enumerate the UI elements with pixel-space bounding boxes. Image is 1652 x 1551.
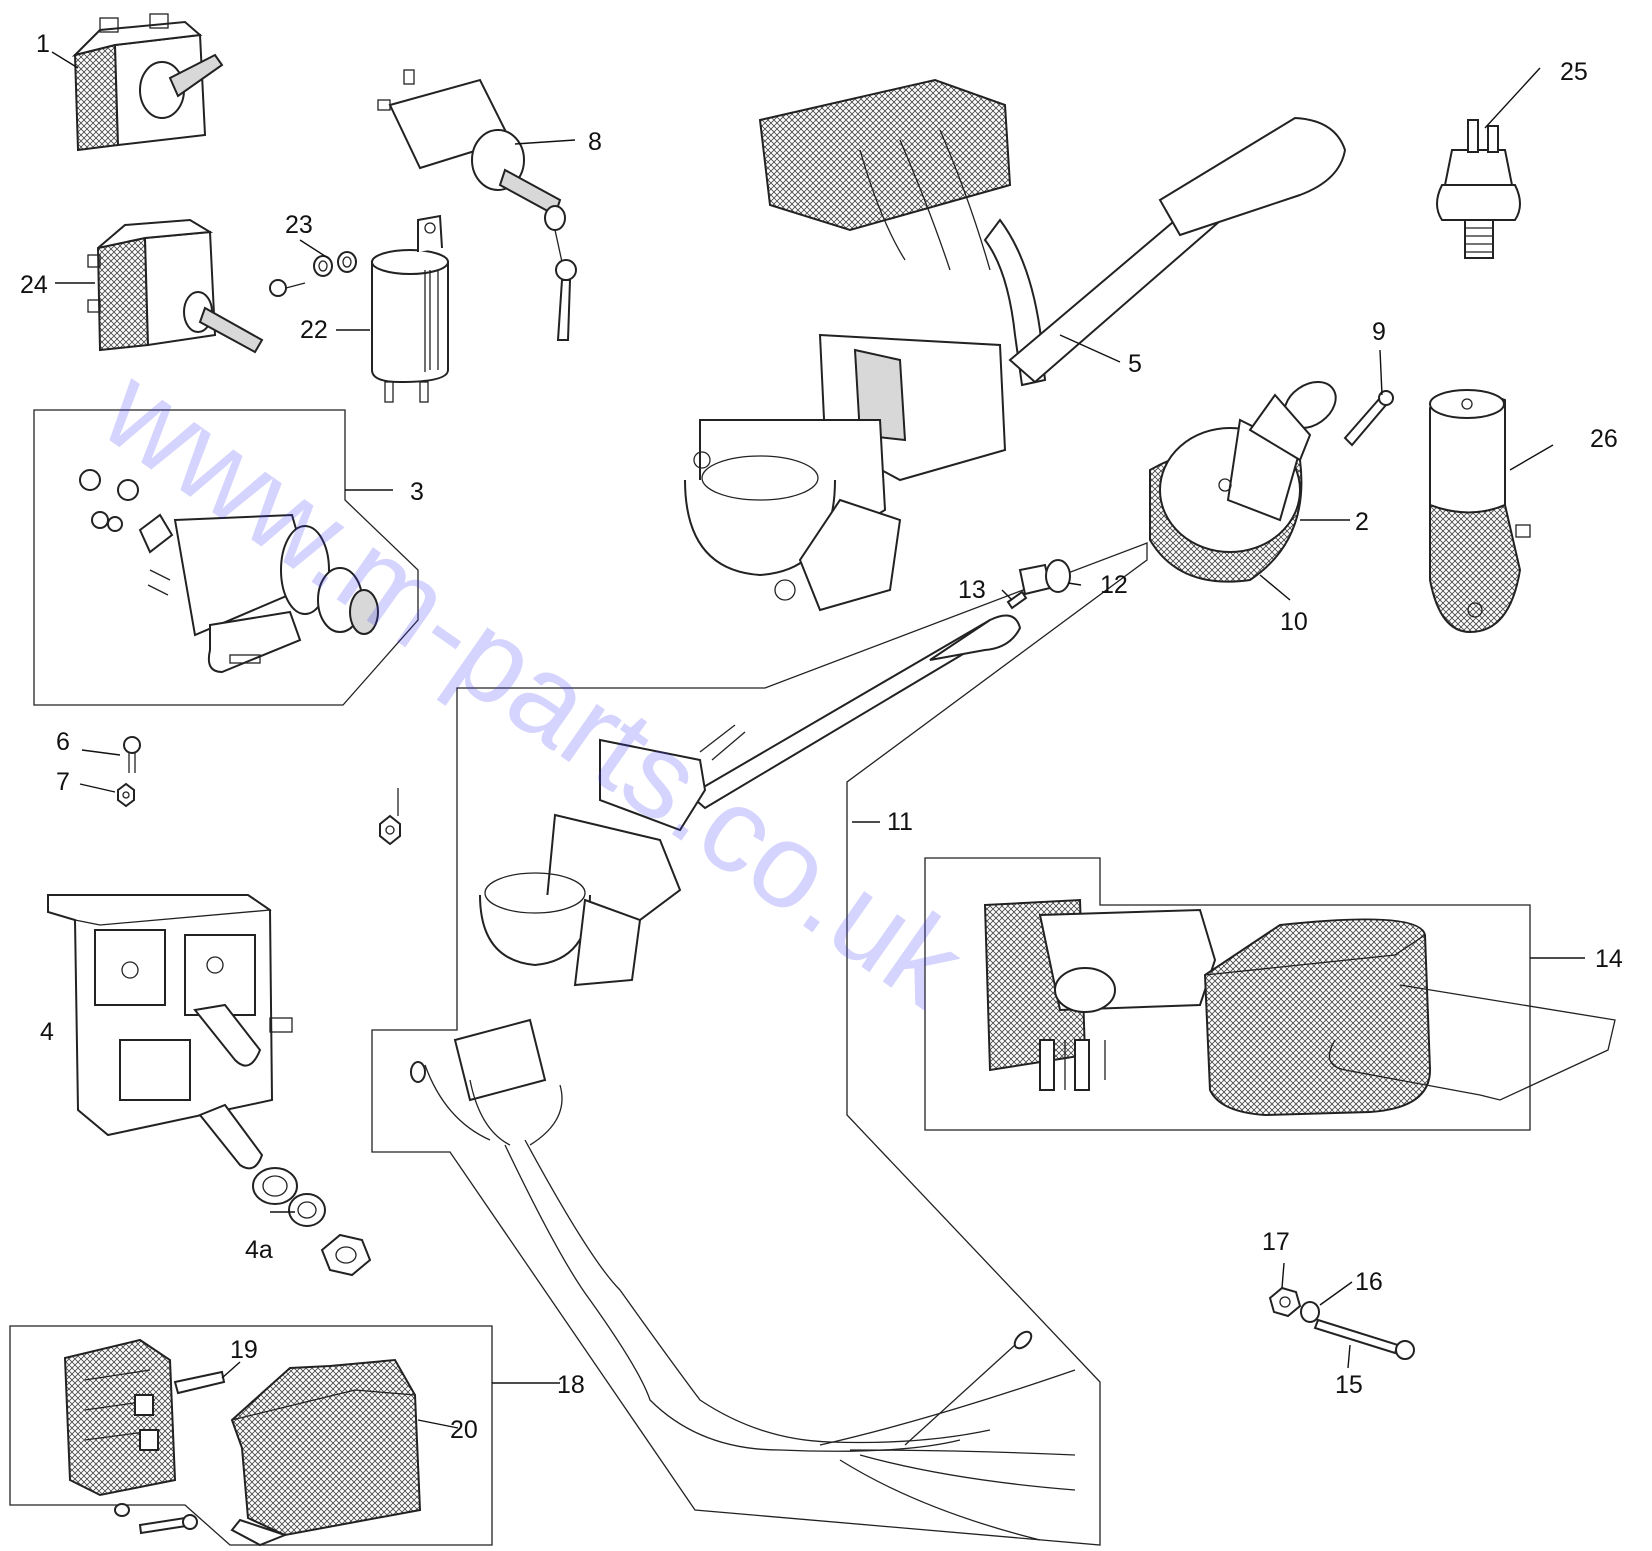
part-4-master-switch bbox=[47, 894, 293, 1170]
part-14-relay bbox=[983, 898, 1616, 1117]
label-11: 11 bbox=[887, 808, 913, 836]
part-11-wiring-loom bbox=[410, 1061, 1076, 1541]
part-6-screw bbox=[123, 736, 141, 773]
part-24-toggle-switch bbox=[87, 218, 264, 354]
part-22-flasher-unit bbox=[371, 214, 449, 403]
label-14: 14 bbox=[1595, 945, 1623, 973]
part-labels: 1 24 23 22 8 3 6 7 4 4a 5 9 2 10 25 26 1… bbox=[20, 30, 1623, 1444]
part-1-rocker-switch bbox=[71, 13, 224, 152]
label-1: 1 bbox=[36, 30, 50, 58]
part-20-fuse-cover bbox=[230, 1358, 422, 1547]
part-25-pressure-switch bbox=[1436, 119, 1521, 259]
label-19: 19 bbox=[230, 1336, 258, 1364]
label-25: 25 bbox=[1560, 58, 1588, 86]
label-17: 17 bbox=[1262, 1228, 1290, 1256]
label-16: 16 bbox=[1355, 1268, 1383, 1296]
part-3-starter-solenoid bbox=[79, 469, 379, 674]
leader-lines bbox=[51, 51, 1585, 1429]
label-10: 10 bbox=[1280, 608, 1308, 636]
label-4a: 4a bbox=[245, 1236, 273, 1264]
label-15: 15 bbox=[1335, 1371, 1363, 1399]
part-2-rotary-switch bbox=[1149, 381, 1337, 583]
label-23: 23 bbox=[285, 211, 313, 239]
label-12: 12 bbox=[1100, 571, 1128, 599]
label-9: 9 bbox=[1372, 318, 1386, 346]
part-7-nut bbox=[117, 782, 135, 808]
part-15-bolt bbox=[1313, 1318, 1415, 1360]
label-5: 5 bbox=[1128, 350, 1142, 378]
label-2: 2 bbox=[1355, 508, 1369, 536]
group-box-3 bbox=[33, 409, 419, 706]
part-23-screw-washers bbox=[269, 251, 357, 297]
part-4a-washers-nut bbox=[252, 1167, 372, 1277]
part-11-indicator-switch bbox=[453, 614, 1022, 1102]
group-box-14 bbox=[924, 857, 1531, 1131]
label-3: 3 bbox=[410, 478, 424, 506]
part-19-fuse bbox=[173, 1370, 226, 1395]
part-17-nut bbox=[1268, 1286, 1302, 1318]
loose-nut bbox=[379, 788, 401, 846]
label-20: 20 bbox=[450, 1416, 478, 1444]
part-9-screw bbox=[1343, 390, 1394, 447]
part-26-switch bbox=[1429, 389, 1531, 634]
part-18-fuse-box bbox=[63, 1338, 177, 1497]
part-18-fixings bbox=[114, 1503, 198, 1535]
label-18: 18 bbox=[557, 1371, 585, 1399]
label-8: 8 bbox=[588, 128, 602, 156]
part-8-ignition-switch bbox=[377, 69, 577, 341]
label-7: 7 bbox=[56, 768, 70, 796]
label-22: 22 bbox=[300, 316, 328, 344]
group-box-18 bbox=[9, 1325, 493, 1546]
part-16-washer bbox=[1300, 1301, 1320, 1323]
label-13: 13 bbox=[958, 576, 986, 604]
part-13-screw bbox=[1006, 590, 1028, 610]
label-24: 24 bbox=[20, 271, 48, 299]
group-box-11 bbox=[371, 542, 1148, 1546]
part-12-bulb bbox=[1018, 559, 1071, 596]
label-6: 6 bbox=[56, 728, 70, 756]
label-4: 4 bbox=[40, 1018, 54, 1046]
part-5-combination-switch bbox=[684, 78, 1347, 612]
label-26: 26 bbox=[1590, 425, 1618, 453]
